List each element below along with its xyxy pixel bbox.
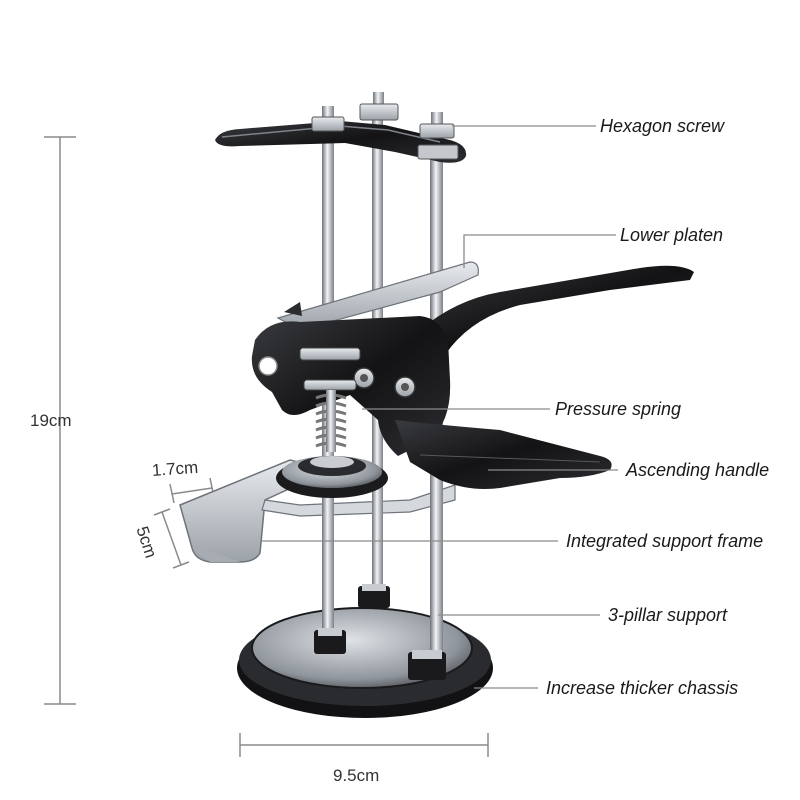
lower-platen-label: Lower platen xyxy=(620,225,723,245)
ascending-handle-label: Ascending handle xyxy=(625,460,769,480)
chassis xyxy=(237,607,493,718)
height-dimension xyxy=(44,136,76,705)
height-label: 19cm xyxy=(30,411,72,430)
top-bar xyxy=(215,92,467,163)
handle-body xyxy=(251,265,694,489)
spring-assembly xyxy=(276,347,388,498)
lower-platen-part xyxy=(276,261,479,331)
plate-depth-dimension xyxy=(153,508,190,569)
chassis-label: Increase thicker chassis xyxy=(546,678,738,698)
plate-width-label: 1.7cm xyxy=(151,458,199,480)
width-dimension xyxy=(239,733,489,757)
plate-depth-label: 5cm xyxy=(132,524,160,560)
hexagon-screw-label: Hexagon screw xyxy=(600,116,725,136)
leader-lines xyxy=(262,125,618,689)
pressure-spring-label: Pressure spring xyxy=(555,399,681,419)
leveling-jack xyxy=(179,92,694,718)
width-label: 9.5cm xyxy=(333,766,379,785)
pillar-support-label: 3-pillar support xyxy=(608,605,728,625)
support-frame-label: Integrated support frame xyxy=(566,531,763,551)
